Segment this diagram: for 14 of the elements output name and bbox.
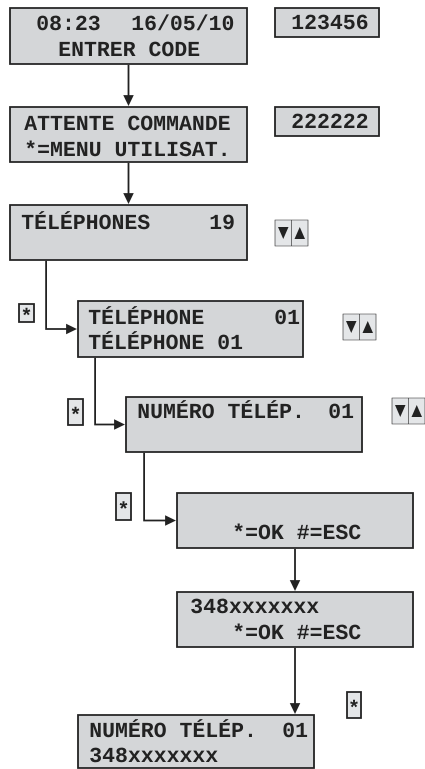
lcd-screen: NUMÉRO TÉLÉP. 01 348xxxxxxx <box>77 714 315 769</box>
key-box: * <box>18 303 35 323</box>
key-box: * <box>67 398 84 426</box>
lcd-screen: ATTENTE COMMANDE *=MENU UTILISAT. <box>9 106 248 163</box>
lcd-screen: *=OK #=ESC <box>176 492 414 549</box>
code-box: 123456 <box>274 7 380 38</box>
lcd-screen: NUMÉRO TÉLÉP. 01 <box>125 396 363 453</box>
lcd-screen: 348xxxxxxx *=OK #=ESC <box>176 591 414 648</box>
key-box: * <box>115 492 132 521</box>
key-box: * <box>346 691 362 719</box>
lcd-screen: TÉLÉPHONES 19 <box>9 204 248 261</box>
lcd-screen: 08:23 16/05/10 ENTRER CODE <box>9 7 248 65</box>
code-box: 222222 <box>274 106 380 137</box>
lcd-screen: TÉLÉPHONE 01 TÉLÉPHONE 01 <box>77 300 304 358</box>
